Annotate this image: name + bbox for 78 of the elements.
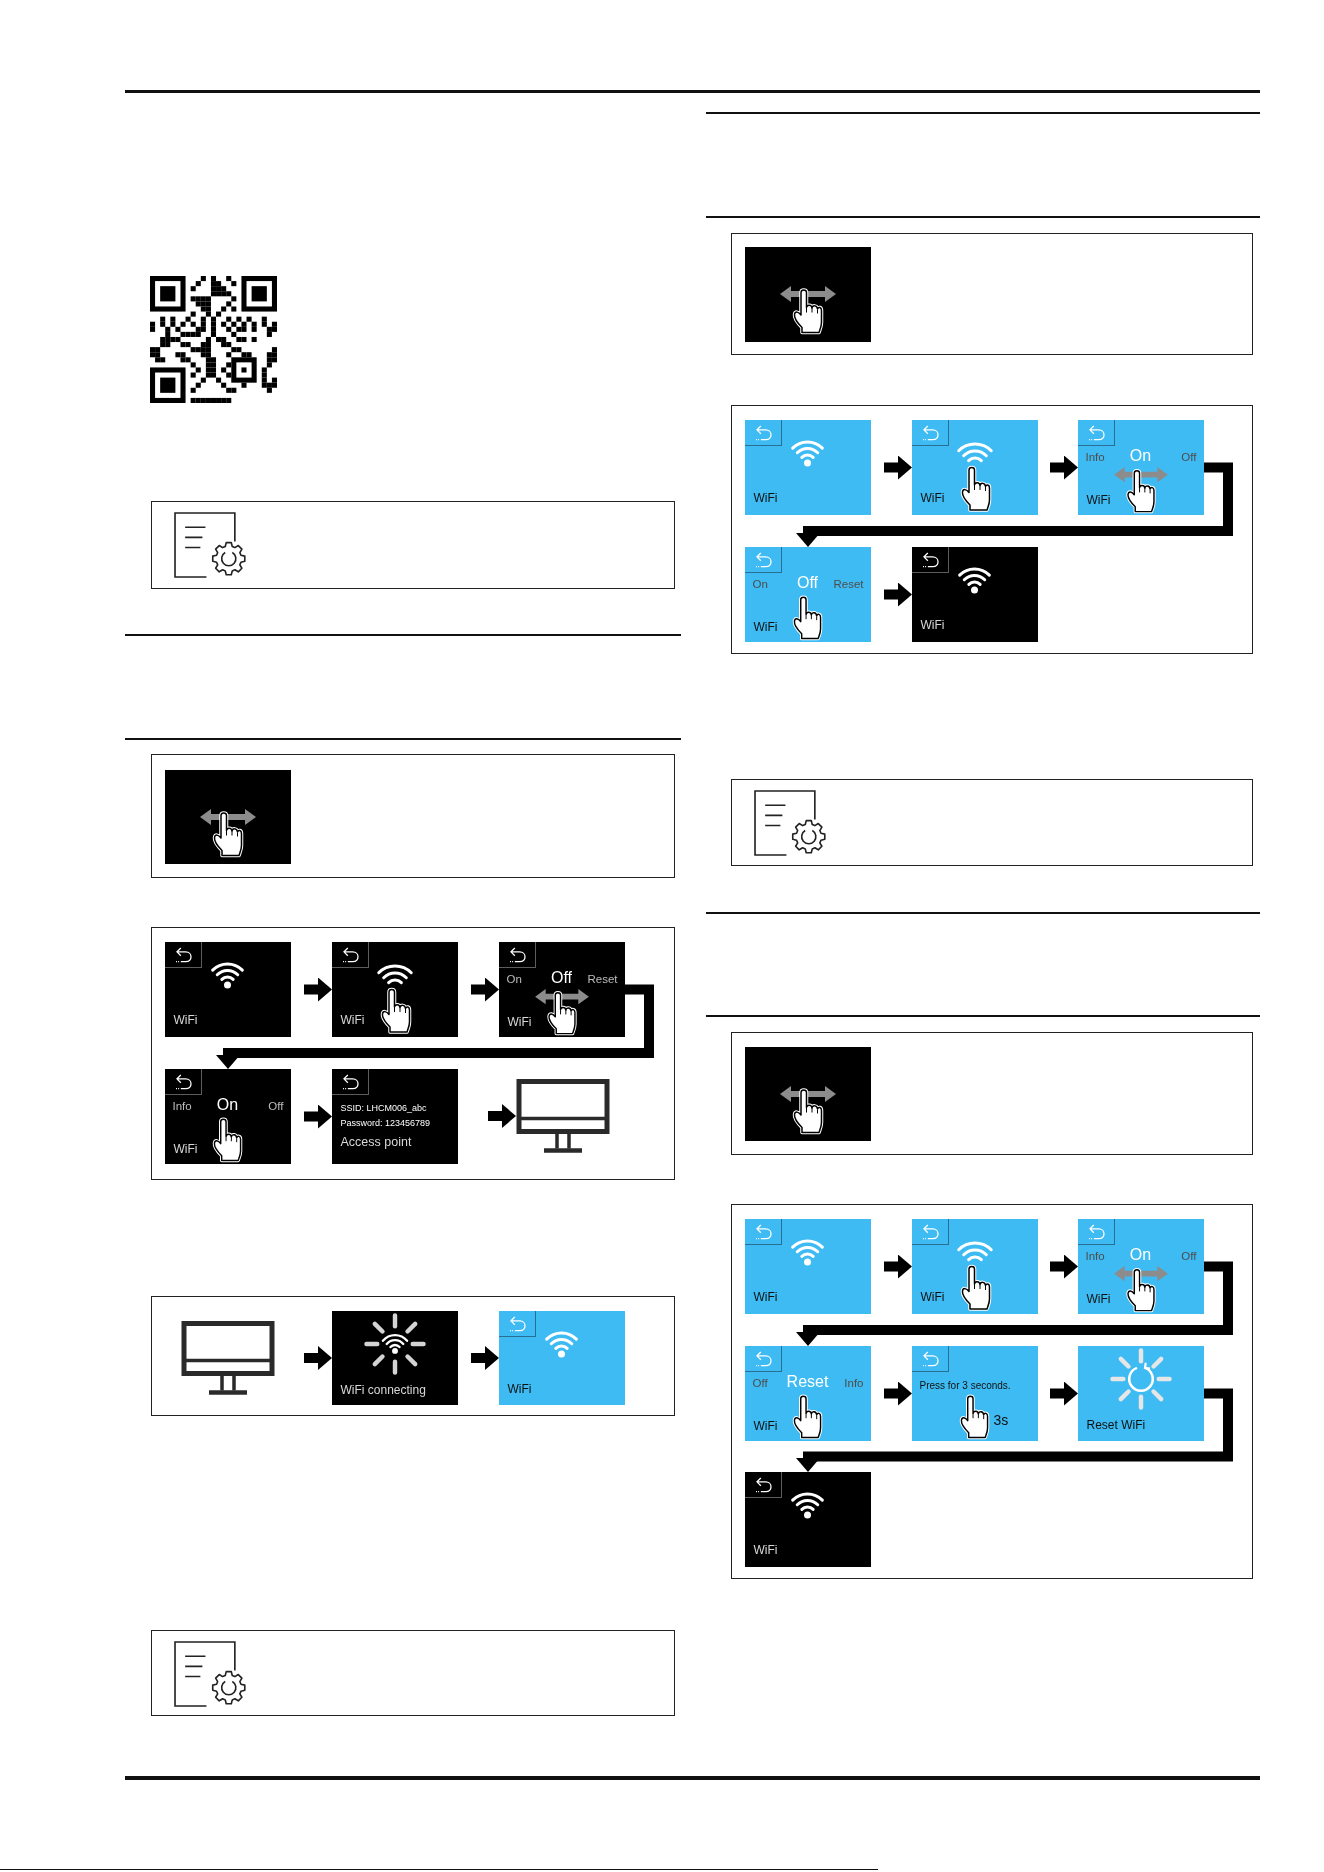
arrow <box>796 1261 1233 1346</box>
display-screen <box>1077 1345 1204 1441</box>
display-screen <box>498 941 625 1037</box>
menu-option: Off <box>1181 1249 1197 1263</box>
arrow <box>216 984 654 1069</box>
display-screen <box>331 1310 458 1405</box>
display-screen <box>744 1218 871 1314</box>
menu-option: On <box>752 577 768 591</box>
selected-menu-option: Reset <box>786 1372 829 1391</box>
screen-title: WiFi <box>920 618 945 633</box>
screen-title: WiFi <box>753 620 778 635</box>
display-screen <box>744 1345 871 1441</box>
note-panel <box>151 501 675 589</box>
screen-title: WiFi <box>173 1013 198 1028</box>
illustration-panel <box>731 1032 1253 1155</box>
selected-menu-option: On <box>216 1095 239 1114</box>
password-text: Password: 123456789 <box>340 1117 431 1128</box>
display-screen <box>744 246 871 342</box>
screen-title: WiFi <box>340 1013 365 1028</box>
menu-option: Info <box>1085 450 1105 464</box>
display-screen <box>164 1068 291 1164</box>
screen-title: WiFi <box>173 1142 198 1157</box>
menu-option: On <box>506 972 522 986</box>
display-screen <box>164 769 291 864</box>
menu-option: Info <box>172 1099 192 1113</box>
display-screen <box>498 1310 625 1405</box>
status-text: Reset WiFi <box>1086 1418 1146 1433</box>
selected-menu-option: On <box>1129 1245 1152 1264</box>
monitor-icon <box>180 1319 275 1396</box>
display-screen <box>1077 419 1204 515</box>
display-screen <box>744 1046 871 1141</box>
display-screen <box>164 941 291 1037</box>
illustration-panel <box>731 405 1253 654</box>
selected-menu-option: Off <box>797 573 818 592</box>
display-screen <box>744 419 871 515</box>
display-screen <box>744 546 871 642</box>
display-screen <box>1077 1218 1204 1314</box>
screen-title: WiFi <box>507 1382 532 1397</box>
screen-title: WiFi <box>753 491 778 506</box>
screen-title: WiFi <box>753 1543 778 1558</box>
illustration-panel <box>151 754 675 878</box>
timer-label: 3s <box>993 1411 1009 1428</box>
instruction-text: Press for 3 seconds. <box>919 1379 1011 1391</box>
screen-title: Access point <box>340 1134 412 1149</box>
network-name-text: SSID: LHCM006_abc <box>340 1102 427 1113</box>
display-screen <box>744 1471 871 1567</box>
illustration-panel <box>731 1204 1253 1579</box>
status-text: WiFi connecting <box>340 1383 426 1398</box>
illustration-panel <box>151 927 675 1180</box>
note-panel <box>731 779 1253 866</box>
menu-option: Info <box>1085 1249 1105 1263</box>
menu-option: Off <box>752 1376 768 1390</box>
arrow <box>796 462 1233 547</box>
screen-title: WiFi <box>920 491 945 506</box>
monitor-icon <box>515 1077 610 1154</box>
menu-option: Reset <box>833 577 864 591</box>
screen-title: WiFi <box>507 1015 532 1030</box>
menu-option: Off <box>268 1099 284 1113</box>
note-panel <box>151 1630 675 1716</box>
screen-title: WiFi <box>1086 1292 1111 1307</box>
screen-title: WiFi <box>920 1290 945 1305</box>
menu-option: Off <box>1181 450 1197 464</box>
display-screen <box>331 1068 458 1164</box>
illustration-panel <box>151 1296 675 1416</box>
selected-menu-option: Off <box>551 968 572 987</box>
display-screen <box>911 546 1038 642</box>
screen-title: WiFi <box>753 1419 778 1434</box>
display-screen <box>911 1218 1038 1314</box>
screen-title: WiFi <box>753 1290 778 1305</box>
screen-title: WiFi <box>1086 493 1111 508</box>
menu-option: Reset <box>587 972 618 986</box>
display-screen <box>911 1345 1038 1441</box>
display-screen <box>911 419 1038 515</box>
display-screen <box>331 941 458 1037</box>
menu-option: Info <box>844 1376 864 1390</box>
selected-menu-option: On <box>1129 446 1152 465</box>
illustration-panel <box>731 233 1253 355</box>
arrow <box>796 1388 1233 1472</box>
